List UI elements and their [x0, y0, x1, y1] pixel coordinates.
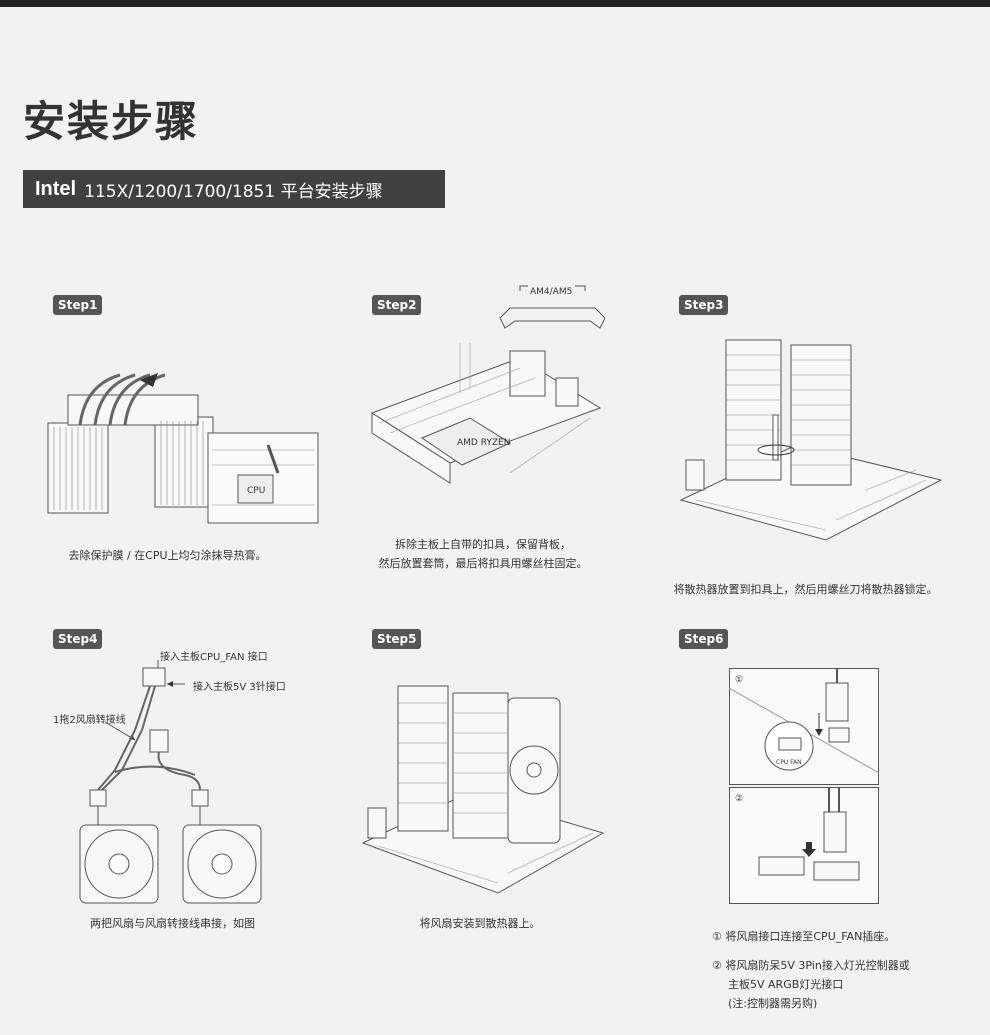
step6-panel-1: ① CPU FAN: [729, 668, 879, 785]
step1-badge: Step1: [53, 295, 103, 315]
section-header: Intel 115X/1200/1700/1851 平台安装步骤: [23, 170, 445, 208]
step3-badge: Step3: [679, 295, 729, 315]
step1-caption-line: 去除保护膜 / 在CPU上均匀涂抹导热膏。: [68, 549, 267, 562]
step2-caption-line: 拆除主板上自带的扣具，保留背板，: [395, 538, 571, 551]
step4-caption: 两把风扇与风扇转接线串接，如图: [60, 914, 285, 933]
step3-illustration: [676, 330, 946, 545]
section-brand: Intel: [35, 177, 77, 200]
step4-illustration: [75, 660, 275, 905]
label-cpu-fan: 接入主板CPU_FAN 接口: [160, 652, 268, 663]
step4-caption-line: 两把风扇与风扇转接线串接，如图: [90, 917, 255, 930]
cpu-fan-tag: CPU FAN: [776, 759, 802, 766]
step1-caption: 去除保护膜 / 在CPU上均匀涂抹导热膏。: [40, 546, 295, 565]
bracket-label: AM4/AM5: [530, 287, 572, 297]
step2-caption: 拆除主板上自带的扣具，保留背板， 然后放置套筒，最后将扣具用螺丝柱固定。: [358, 535, 608, 573]
step1-illustration: CPU: [40, 355, 330, 530]
step2-illustration: AM4/AM5 AMD RYZEN: [360, 283, 605, 533]
section-title: 115X/1200/1700/1851 平台安装步骤: [84, 181, 383, 202]
step5-illustration: [358, 668, 608, 898]
panel1-number: ①: [735, 675, 743, 685]
note2-line: 将风扇防呆5V 3Pin接入灯光控制器或: [725, 959, 910, 972]
note2-number: ②: [712, 959, 722, 972]
note2-line: 主板5V ARGB灯光接口: [728, 978, 844, 991]
step5-caption: 将风扇安装到散热器上。: [380, 914, 580, 933]
chip-label: AMD RYZEN: [457, 438, 510, 448]
step2-badge: Step2: [372, 295, 422, 315]
step3-caption-line: 将散热器放置到扣具上，然后用螺丝刀将散热器锁定。: [673, 583, 938, 596]
step5-badge: Step5: [372, 629, 422, 649]
top-bar: [0, 0, 990, 7]
page-title: 安装步骤: [23, 97, 200, 146]
step6-panel-2: ②: [729, 787, 879, 904]
note1-line: 将风扇接口连接至CPU_FAN插座。: [725, 930, 896, 943]
label-splitter: 1拖2风扇转接线: [53, 715, 126, 726]
step4-badge: Step4: [53, 629, 103, 649]
panel2-number: ②: [735, 794, 743, 804]
note1-number: ①: [712, 930, 722, 943]
label-5v-3pin: 接入主板5V 3针接口: [193, 682, 286, 693]
step5-caption-line: 将风扇安装到散热器上。: [419, 917, 541, 930]
step2-caption-line: 然后放置套筒，最后将扣具用螺丝柱固定。: [378, 557, 588, 570]
note2-line: (注:控制器需另购): [728, 997, 818, 1010]
step6-badge: Step6: [679, 629, 729, 649]
step6-note-1: ① 将风扇接口连接至CPU_FAN插座。: [712, 927, 895, 946]
step3-caption: 将散热器放置到扣具上，然后用螺丝刀将散热器锁定。: [668, 580, 943, 599]
step6-note-2: ② 将风扇防呆5V 3Pin接入灯光控制器或 主板5V ARGB灯光接口 (注:…: [712, 956, 910, 1013]
cpu-label: CPU: [247, 486, 265, 496]
